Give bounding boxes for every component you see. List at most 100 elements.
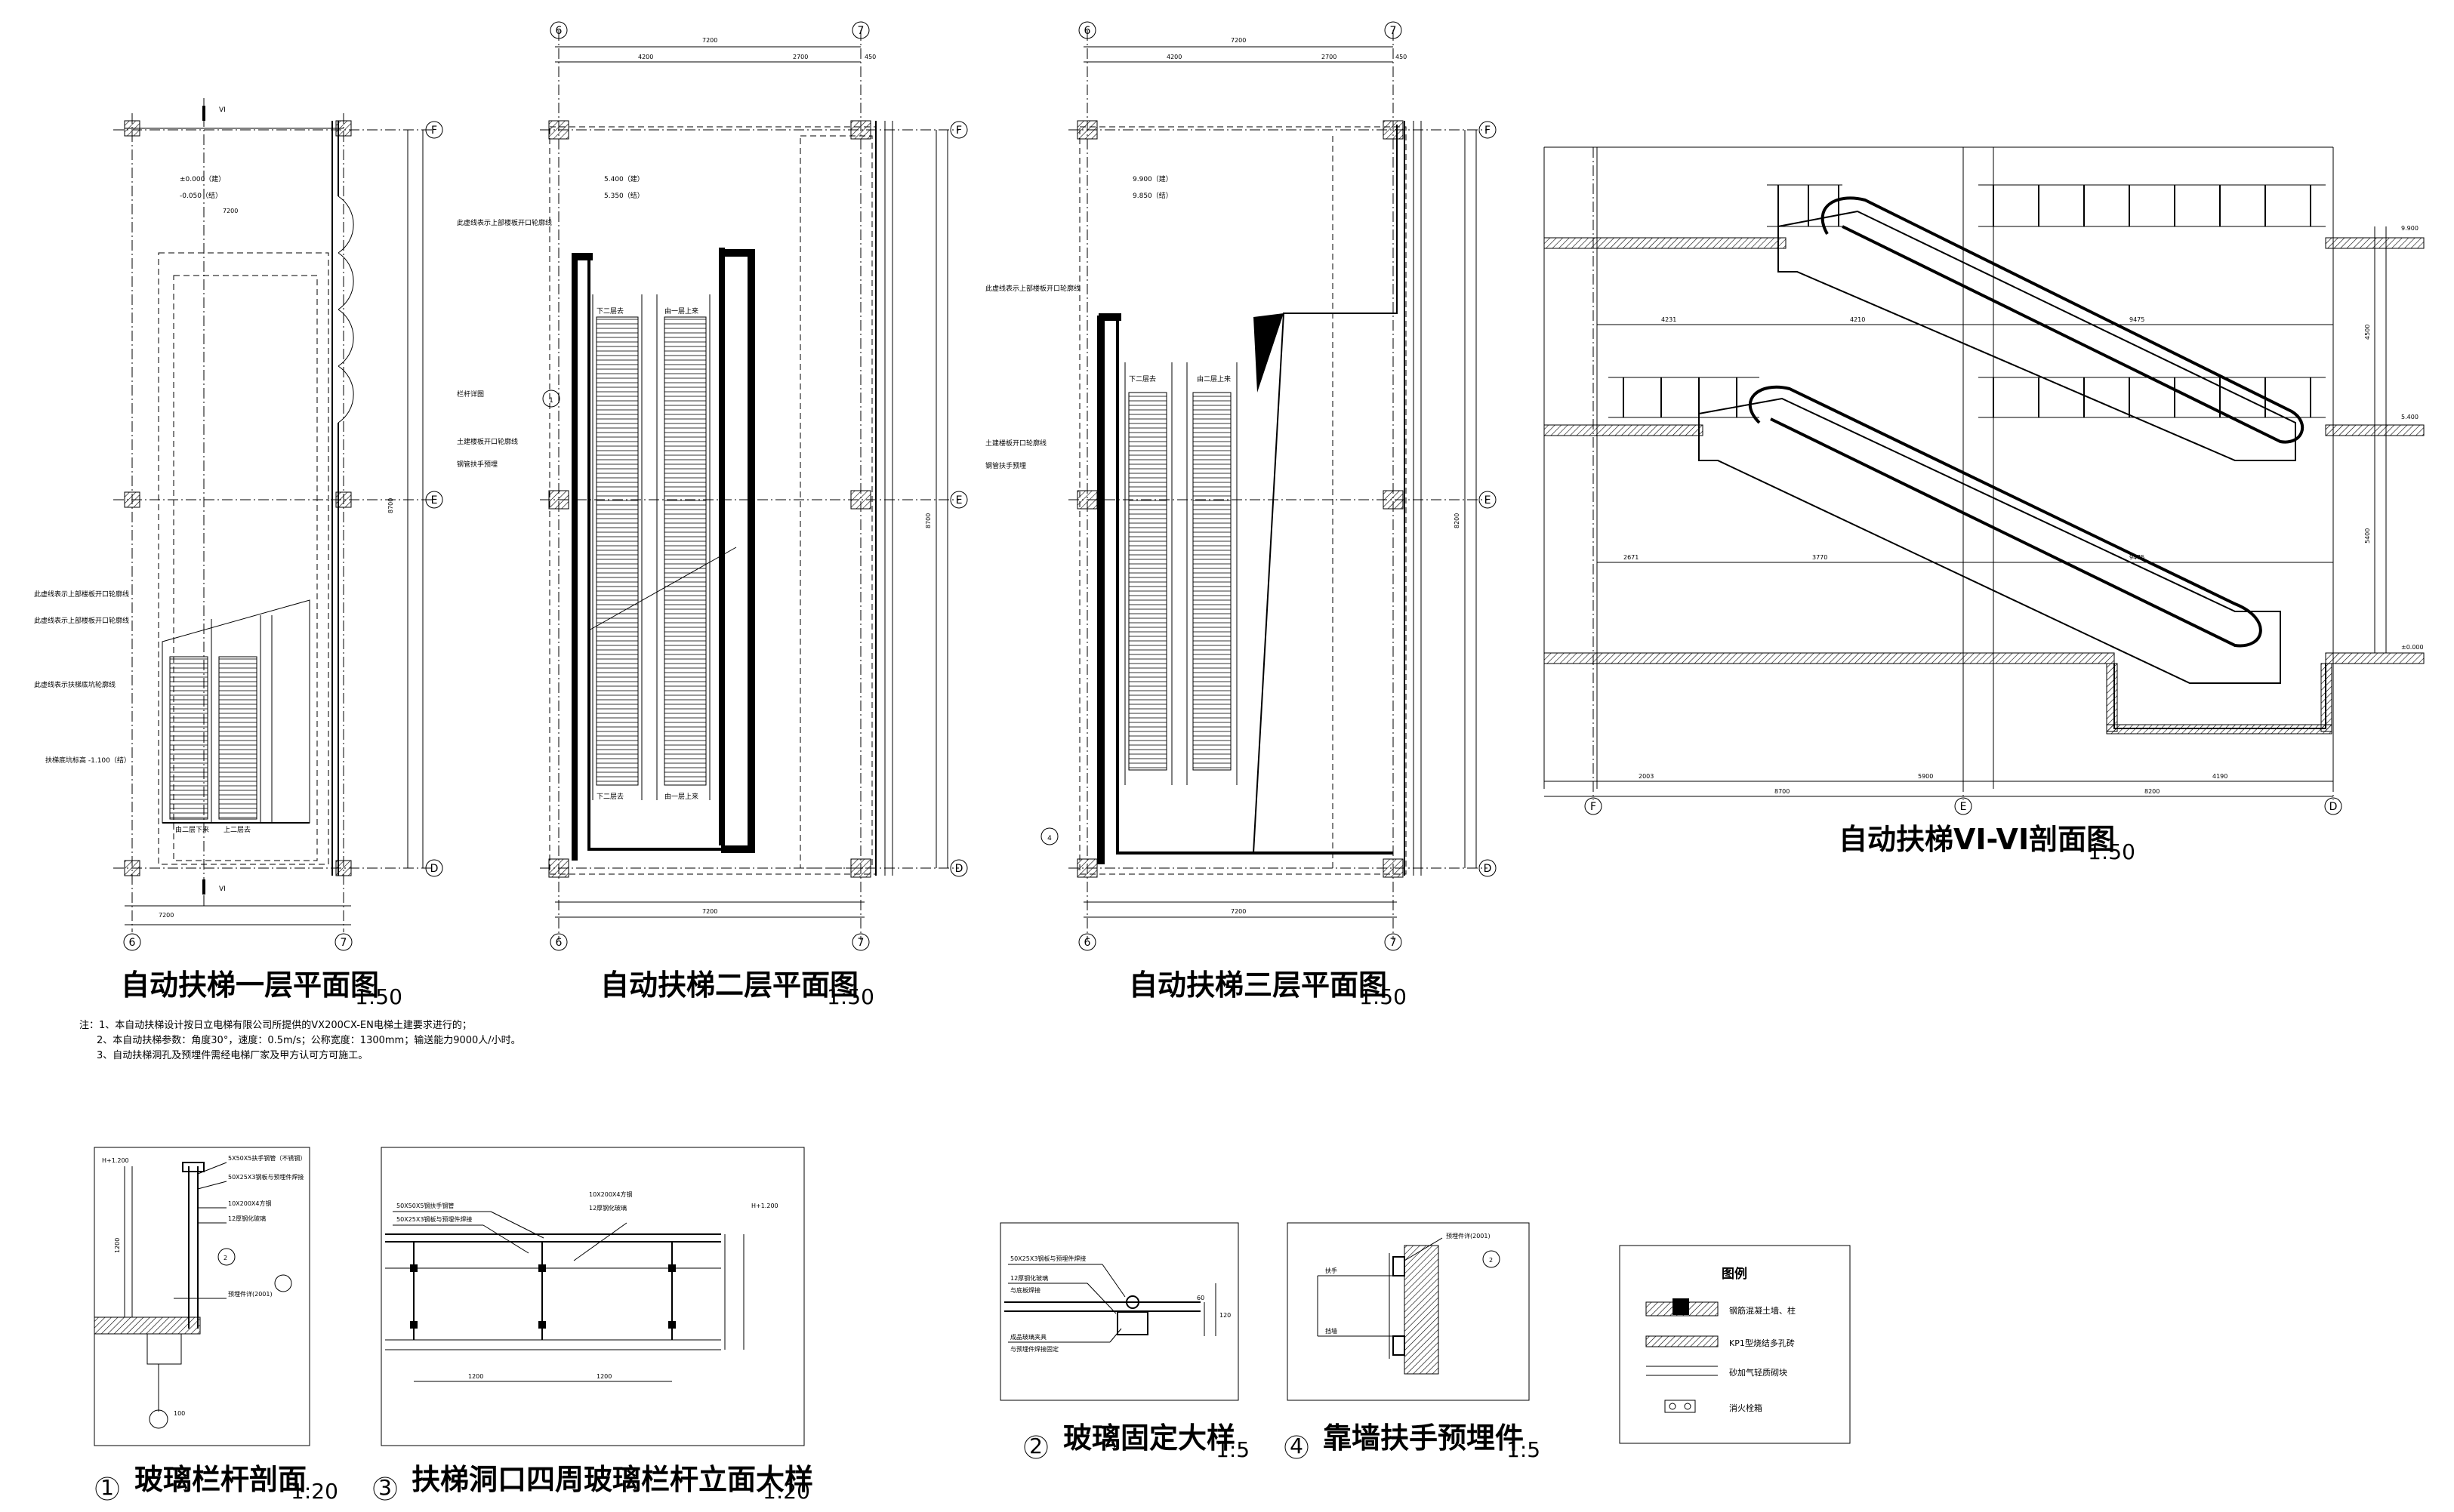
plan2-side-dim: 8700 <box>925 513 932 528</box>
plan3-dim-c: 450 <box>1395 54 1407 60</box>
plan1-annot-pit: 此虚线表示扶梯底坑轮廓线 <box>34 680 116 689</box>
d2-text-0: 50X25X3钢板与预埋件焊接 <box>1010 1255 1086 1262</box>
section-dim-top-2: 9475 <box>2129 316 2144 323</box>
note-2: 2、本自动扶梯参数：角度30°，速度：0.5m/s；公称宽度：1300mm；输送… <box>97 1034 521 1046</box>
detail3-title: 扶梯洞口四周玻璃栏杆立面大样 <box>412 1463 813 1496</box>
section-dim-top-1: 4210 <box>1850 316 1865 323</box>
plan2-dim-a: 4200 <box>638 54 653 60</box>
d2-number: 2 <box>1029 1433 1043 1458</box>
plan1-side-dim: 8700 <box>387 498 394 513</box>
plan-floor-1 <box>113 98 434 932</box>
d2-text-4: 与预埋件焊接固定 <box>1010 1345 1059 1353</box>
plan2-axis-6-top: 6 <box>556 25 563 37</box>
plan2-axis-E: E <box>956 494 963 507</box>
plan3-annot-hole: 土建楼板开口轮廓线 <box>985 439 1047 448</box>
plan3-dim-total: 7200 <box>1231 37 1246 44</box>
plan3-axis-bubbles <box>1040 21 1497 951</box>
plan2-detail-ref: 1 <box>549 397 553 405</box>
axis-label-6: 6 <box>129 937 136 949</box>
d1-text-2: 10X200X4方钢 <box>228 1199 272 1207</box>
axis-label-F: F <box>431 125 437 137</box>
legend-title: 图例 <box>1722 1266 1747 1282</box>
plan2-annot-rail: 栏杆详图 <box>457 390 484 399</box>
plan2-dim-b: 2700 <box>793 54 808 60</box>
detail4-title: 靠墙扶手预埋件 <box>1323 1421 1524 1455</box>
plan3-detail-ref: 4 <box>1047 835 1052 842</box>
d1-number: 1 <box>100 1475 114 1500</box>
axis-label-D: D <box>430 863 439 875</box>
plan3-axis-7-bottom: 7 <box>1390 937 1397 949</box>
d3-number: 3 <box>378 1475 392 1500</box>
detail4-scale: 1:5 <box>1506 1437 1540 1462</box>
plan1-label-from: 由二层下来 <box>175 825 209 834</box>
d1-text-7: 100 <box>174 1410 185 1417</box>
plan3-label-up: 由二层上来 <box>1197 374 1231 383</box>
section-vi <box>1543 146 2425 800</box>
plan1-scale: 1:50 <box>355 984 402 1009</box>
detail-3-railing-elevation <box>381 1147 805 1446</box>
plan1-level-pit: 扶梯底坑标高 -1.100（结） <box>45 756 131 765</box>
plan3-axis-6-top: 6 <box>1084 25 1091 37</box>
plan3-scale: 1:50 <box>1359 984 1407 1009</box>
section-dim-mid-2: 9475 <box>2129 554 2144 561</box>
plan3-side-dim: 8200 <box>1454 513 1460 528</box>
section-axis-bubbles <box>1584 797 2342 815</box>
plan2-level-c: 5.400（建） <box>604 174 644 183</box>
legend-item-brick: KP1型烧结多孔砖 <box>1729 1338 1795 1348</box>
d3-text-1: 50X25X3钢板与预埋件焊接 <box>396 1215 472 1223</box>
section-title: 自动扶梯VI-VI剖面图 <box>1839 823 2115 856</box>
d3-text-2: 10X200X4方钢 <box>589 1190 633 1198</box>
section-mark-bottom: VI <box>219 885 226 893</box>
detail1-scale: 1:20 <box>291 1479 338 1504</box>
detail-1-railing-section <box>94 1147 310 1446</box>
d2-text-3: 成品玻璃夹具 <box>1010 1333 1047 1341</box>
plan3-axis-6-bottom: 6 <box>1084 937 1091 949</box>
note-3: 3、自动扶梯洞孔及预埋件需经电梯厂家及甲方认可方可施工。 <box>97 1049 368 1061</box>
d3-text-0: 50X50X5钢扶手钢管 <box>396 1202 454 1209</box>
plan-floor-2 <box>540 30 959 940</box>
plan2-annot-pipe: 钢管扶手预埋 <box>457 460 498 469</box>
plan2-annot-edge: 此虚线表示上部楼板开口轮廓线 <box>457 218 552 227</box>
legend-item-hydrant: 消火栓箱 <box>1729 1403 1762 1413</box>
d1-text-0: 5X50X5扶手钢管（不锈钢） <box>228 1154 306 1162</box>
plan1-bottom-dim: 7200 <box>159 912 174 919</box>
d3-text-5: 1200 <box>468 1373 483 1380</box>
legend-item-block: 砂加气轻质砌块 <box>1729 1367 1787 1378</box>
plan1-level-b: -0.050（结） <box>180 191 222 200</box>
plan3-annot-pipe: 钢管扶手预埋 <box>985 461 1026 470</box>
section-dim-mid-0: 2671 <box>1623 554 1639 561</box>
detail1-title: 玻璃栏杆剖面 <box>134 1463 307 1496</box>
d1-text-6: 1200 <box>114 1238 121 1253</box>
legend-item-concrete: 钢筋混凝土墙、柱 <box>1729 1305 1796 1316</box>
plan2-label-up: 由一层上来 <box>664 306 698 316</box>
plan2-dim-c: 450 <box>865 54 876 60</box>
plan2-axis-F: F <box>956 125 962 137</box>
d2-text-1: 12厚钢化玻璃 <box>1010 1274 1048 1282</box>
plan1-annot-edge: 此虚线表示上部楼板开口轮廓线 <box>34 590 129 599</box>
note-1: 注：1、本自动扶梯设计按日立电梯有限公司所提供的VX200CX-EN电梯土建要求… <box>79 1019 472 1031</box>
d1-text-5: H+1.200 <box>102 1157 129 1164</box>
detail2-scale: 1:5 <box>1216 1437 1250 1462</box>
detail-2-glass-fixing <box>1000 1222 1239 1401</box>
detail2-title: 玻璃固定大样 <box>1063 1421 1235 1455</box>
plan3-level-e: 9.900（建） <box>1133 174 1173 183</box>
section-axis-F: F <box>1590 801 1596 813</box>
plan2-axis-bubbles <box>542 21 968 951</box>
plan1-axis-bubbles <box>123 121 443 951</box>
plan3-axis-F: F <box>1484 125 1491 137</box>
plan-floor-3 <box>1068 30 1488 940</box>
section-axis-D: D <box>2329 801 2338 813</box>
section-dim-bot-2: 4190 <box>2212 773 2227 780</box>
plan1-level-a: ±0.000（建） <box>180 174 225 183</box>
plan3-bottom-dim: 7200 <box>1231 908 1246 915</box>
section-mark-top: VI <box>219 106 226 114</box>
plan3-axis-7-top: 7 <box>1390 25 1397 37</box>
section-level-top: 9.900 <box>2401 225 2419 232</box>
detail3-scale: 1:20 <box>763 1479 810 1504</box>
plan2-label-up-2: 由一层上来 <box>664 792 698 801</box>
d4-text-1: 扶手 <box>1325 1267 1337 1274</box>
d1-ref-num: 2 <box>224 1255 227 1261</box>
plan3-label-down: 下二层去 <box>1129 374 1156 383</box>
plan3-annot-edge: 此虚线表示上部楼板开口轮廓线 <box>985 284 1081 293</box>
